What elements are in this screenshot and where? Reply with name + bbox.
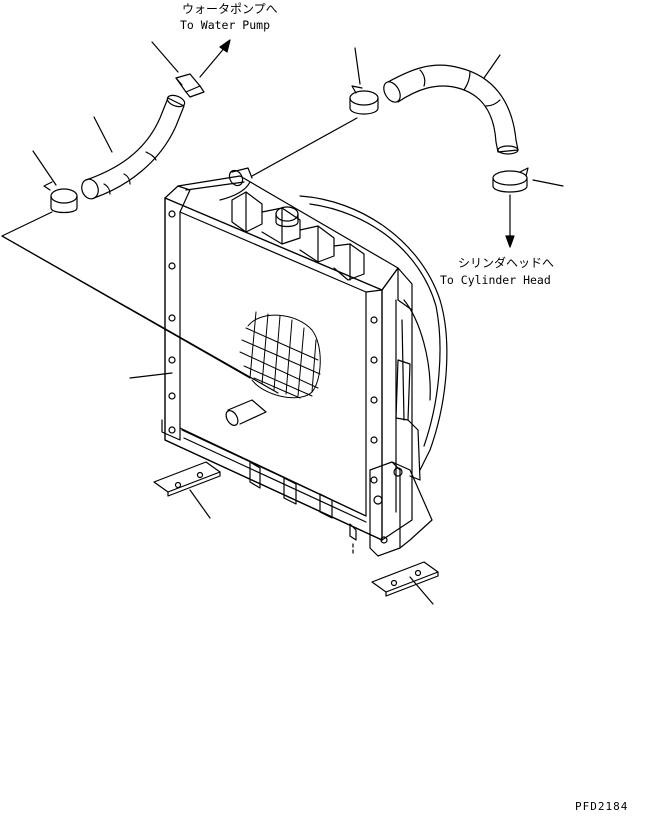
arrow-to-water-pump: [199, 39, 231, 78]
drawing-code: PFD2184: [575, 800, 628, 813]
water-pump-hose: [81, 94, 186, 200]
hose-clamp: [492, 167, 529, 193]
radiator-core-mesh: [239, 311, 321, 399]
radiator: [161, 167, 433, 557]
label-cylinder-head-en: To Cylinder Head: [440, 273, 551, 287]
arrow-to-cylinder-head: [505, 194, 515, 248]
mounting-plate: [153, 461, 221, 497]
hose-clamp: [349, 85, 379, 115]
label-water-pump-jp: ウォータポンプへ: [182, 2, 278, 16]
fan-shroud: [299, 195, 448, 481]
hose-clamp: [175, 73, 205, 98]
mounting-plate: [371, 561, 439, 597]
label-cylinder-head-jp: シリンダヘッドへ: [458, 255, 554, 270]
leader-lines: [1, 41, 564, 605]
label-water-pump-en: To Water Pump: [180, 18, 270, 32]
hose-clamp: [43, 181, 78, 214]
cylinder-head-hose: [383, 64, 519, 155]
